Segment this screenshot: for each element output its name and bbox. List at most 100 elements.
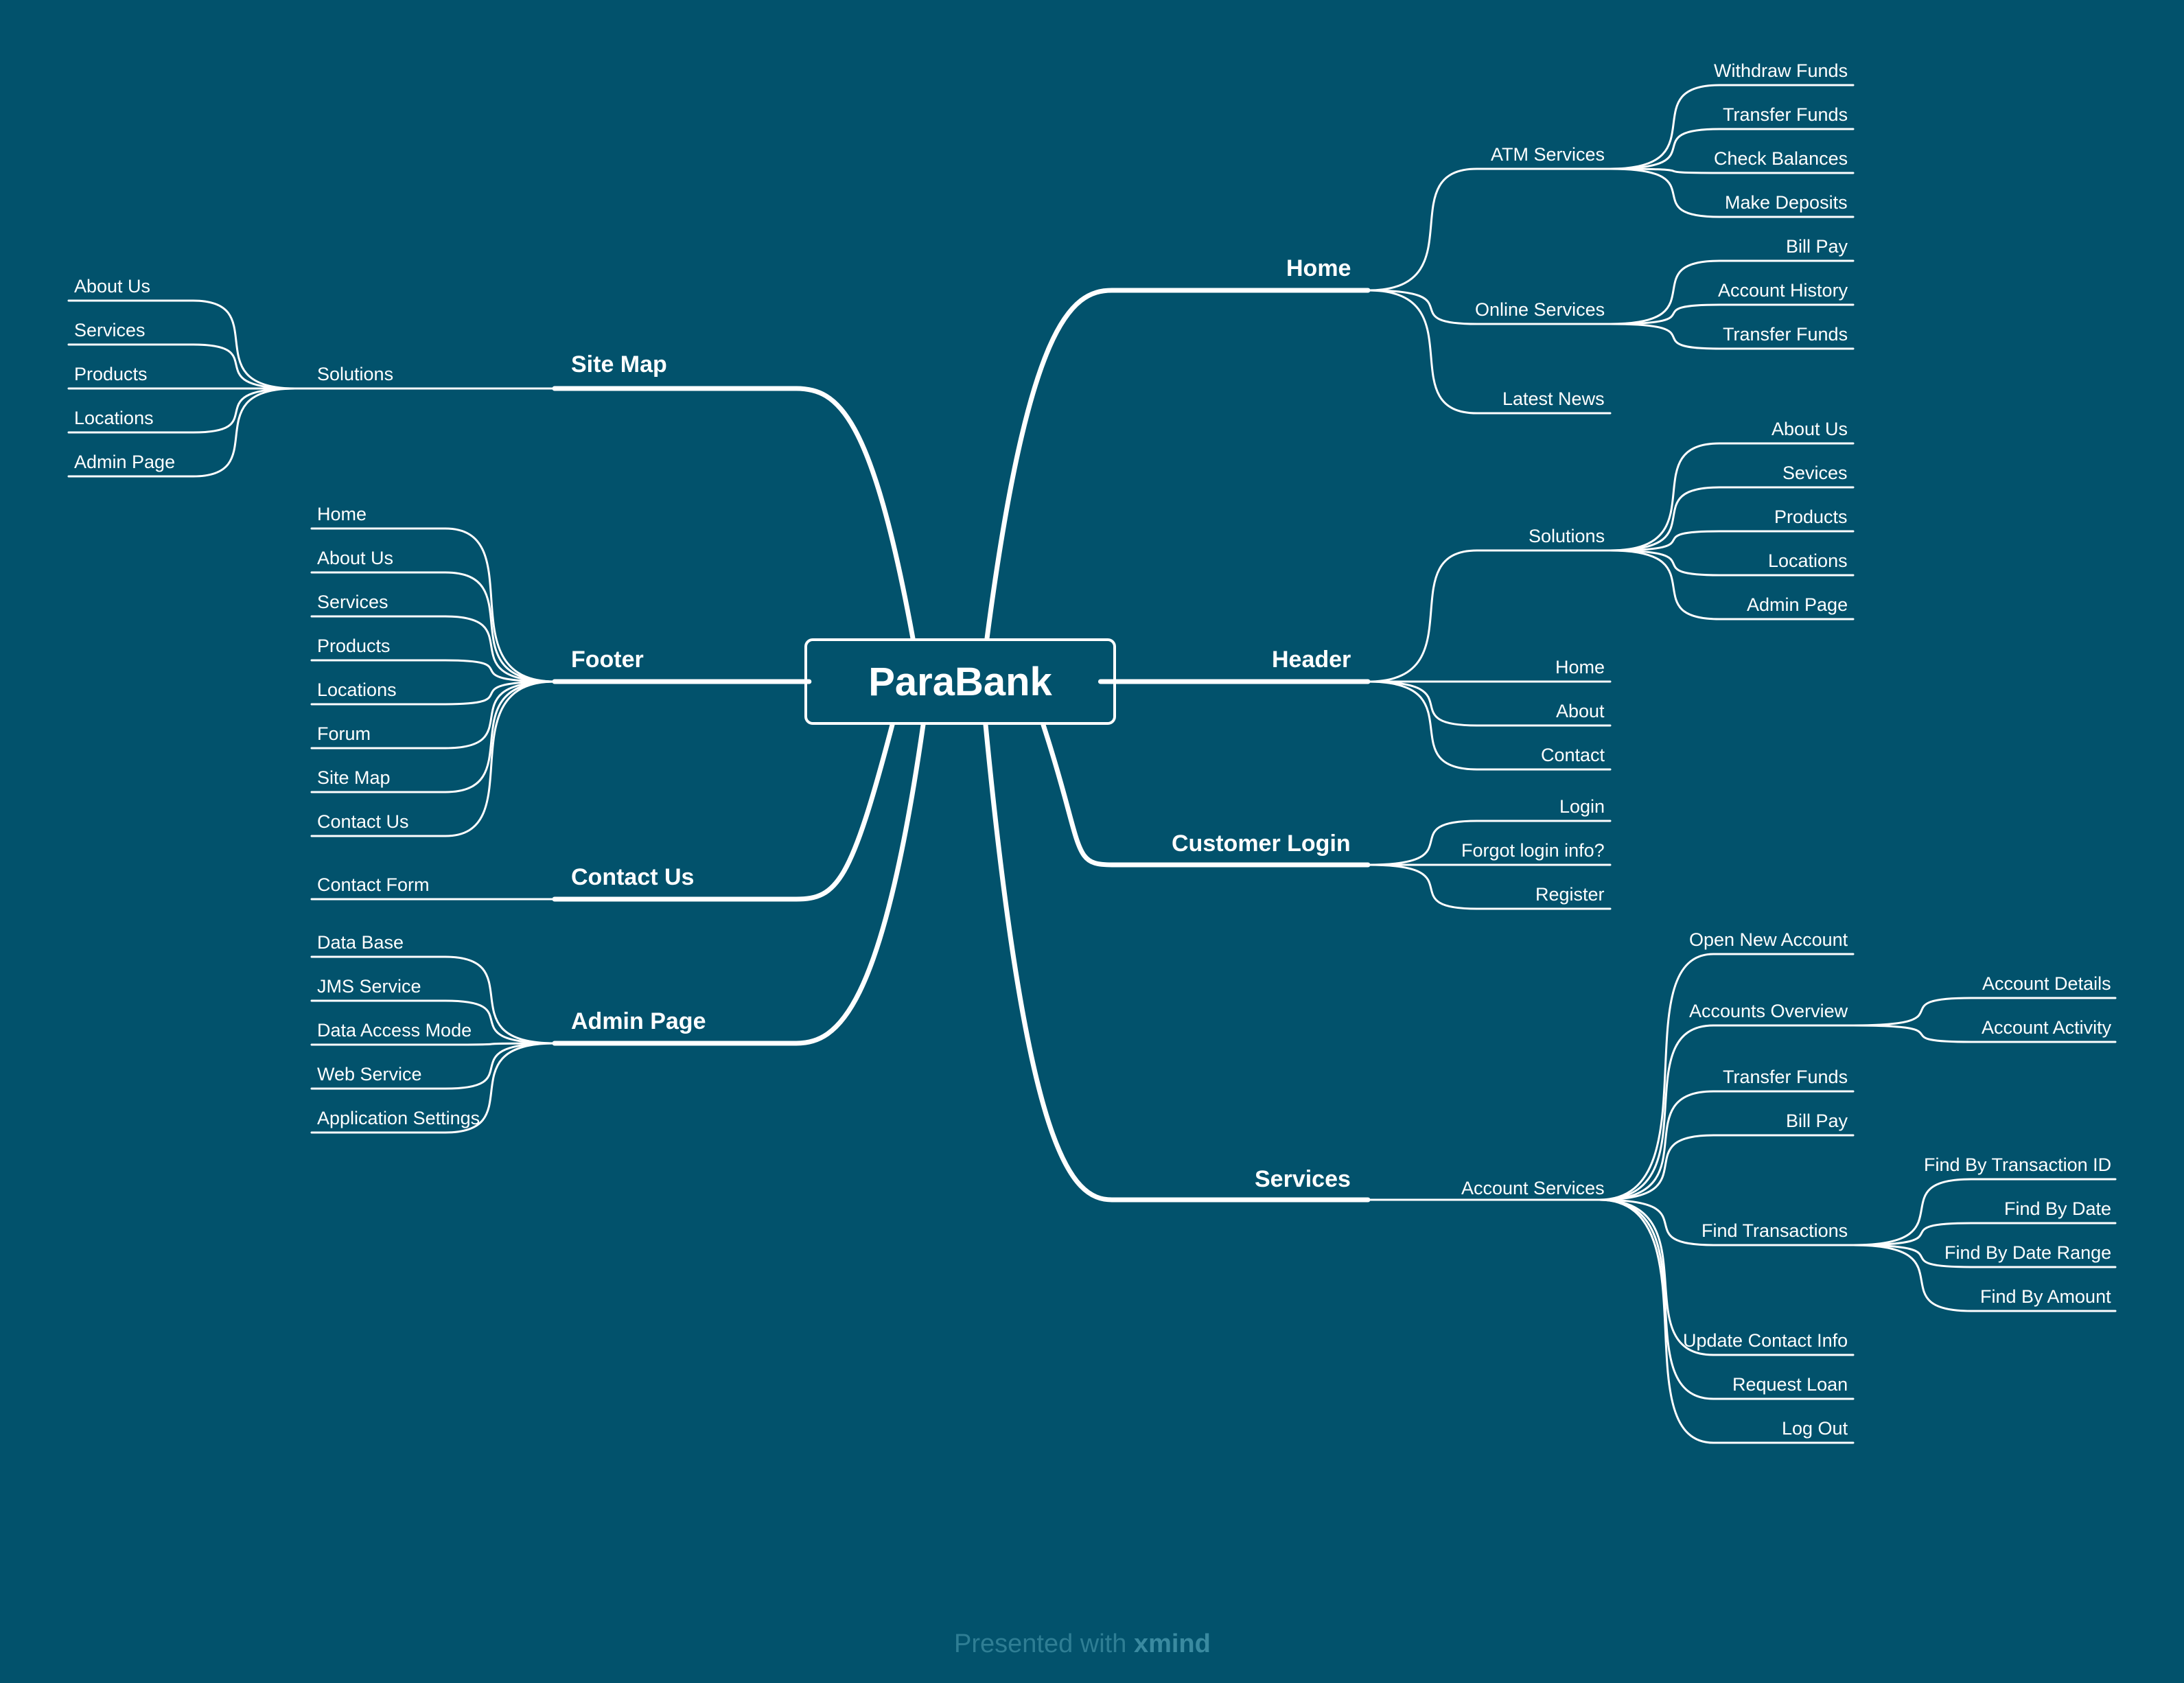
node-latest-news[interactable]: Latest News bbox=[1502, 388, 1605, 409]
node-data-access-mode[interactable]: Data Access Mode bbox=[317, 1020, 472, 1041]
line-application-settings bbox=[310, 1042, 556, 1134]
node-jms-service[interactable]: JMS Service bbox=[317, 976, 421, 997]
line-find-transactions bbox=[1598, 1198, 1855, 1246]
node-transfer-funds[interactable]: Transfer Funds bbox=[1723, 104, 1848, 125]
node-about-us[interactable]: About Us bbox=[317, 548, 394, 568]
node-check-balances[interactable]: Check Balances bbox=[1714, 148, 1848, 169]
node-products[interactable]: Products bbox=[317, 636, 391, 656]
node-open-new-account[interactable]: Open New Account bbox=[1689, 929, 1848, 950]
line-jms-service bbox=[310, 999, 556, 1045]
node-transfer-funds[interactable]: Transfer Funds bbox=[1723, 324, 1848, 345]
node-forgot-login-info[interactable]: Forgot login info? bbox=[1461, 840, 1605, 861]
branch-header[interactable]: Header bbox=[1272, 647, 1351, 673]
node-products[interactable]: Products bbox=[74, 364, 148, 384]
branch-line-customer-login bbox=[1041, 722, 1371, 868]
line-find-by-date bbox=[1852, 1222, 2117, 1246]
node-admin-page[interactable]: Admin Page bbox=[1747, 594, 1848, 615]
branch-home[interactable]: Home bbox=[1286, 255, 1351, 281]
node-accounts-overview[interactable]: Accounts Overview bbox=[1689, 1001, 1848, 1021]
line-about-us bbox=[1609, 442, 1855, 552]
node-account-activity[interactable]: Account Activity bbox=[1982, 1017, 2112, 1038]
central-topic[interactable]: ParaBank bbox=[804, 638, 1116, 725]
line-forum bbox=[310, 680, 556, 750]
node-web-service[interactable]: Web Service bbox=[317, 1064, 422, 1084]
node-online-services[interactable]: Online Services bbox=[1475, 299, 1605, 320]
line-sevices bbox=[1609, 486, 1855, 552]
node-bill-pay[interactable]: Bill Pay bbox=[1786, 236, 1848, 257]
node-find-by-transaction-id[interactable]: Find By Transaction ID bbox=[1924, 1154, 2112, 1175]
node-make-deposits[interactable]: Make Deposits bbox=[1725, 192, 1848, 213]
node-bill-pay[interactable]: Bill Pay bbox=[1786, 1111, 1848, 1131]
node-solutions-left[interactable]: Solutions bbox=[317, 364, 394, 384]
node-application-settings[interactable]: Application Settings bbox=[317, 1108, 480, 1128]
node-find-by-amount[interactable]: Find By Amount bbox=[1980, 1286, 2111, 1307]
line-admin-page bbox=[1609, 549, 1855, 620]
node-services[interactable]: Services bbox=[317, 592, 388, 612]
footer-prefix: Presented with bbox=[954, 1629, 1127, 1658]
branch-services[interactable]: Services bbox=[1255, 1166, 1351, 1192]
node-find-transactions[interactable]: Find Transactions bbox=[1701, 1220, 1848, 1241]
node-request-loan[interactable]: Request Loan bbox=[1732, 1374, 1848, 1395]
node-atm-services[interactable]: ATM Services bbox=[1491, 144, 1605, 165]
node-register[interactable]: Register bbox=[1535, 884, 1605, 905]
node-about-us[interactable]: About Us bbox=[1771, 419, 1848, 439]
node-about[interactable]: About bbox=[1556, 701, 1605, 721]
node-locations[interactable]: Locations bbox=[74, 408, 154, 428]
node-find-by-date[interactable]: Find By Date bbox=[2004, 1198, 2112, 1219]
line-login bbox=[1367, 820, 1612, 866]
line-update-contact-info bbox=[1598, 1198, 1855, 1356]
line-open-new-account bbox=[1598, 953, 1855, 1201]
node-locations[interactable]: Locations bbox=[317, 680, 397, 700]
branch-line-services bbox=[983, 722, 1371, 1203]
node-withdraw-funds[interactable]: Withdraw Funds bbox=[1714, 60, 1848, 81]
branch-site-map[interactable]: Site Map bbox=[571, 351, 667, 378]
node-locations[interactable]: Locations bbox=[1768, 550, 1848, 571]
node-account-services[interactable]: Account Services bbox=[1461, 1178, 1605, 1198]
line-make-deposits bbox=[1609, 167, 1855, 218]
node-login[interactable]: Login bbox=[1559, 796, 1605, 817]
node-about-us[interactable]: About Us bbox=[74, 276, 151, 297]
central-topic-label: ParaBank bbox=[868, 659, 1052, 704]
node-find-by-date-range[interactable]: Find By Date Range bbox=[1944, 1242, 2112, 1263]
node-contact-us[interactable]: Contact Us bbox=[317, 811, 409, 832]
line-products bbox=[1609, 530, 1855, 552]
line-site-map bbox=[310, 680, 556, 793]
line-solutions bbox=[1367, 549, 1612, 683]
line-account-history bbox=[1609, 303, 1855, 325]
line-account-details bbox=[1852, 997, 2117, 1027]
node-products[interactable]: Products bbox=[1774, 507, 1848, 527]
line-admin-page bbox=[67, 387, 297, 478]
node-sevices[interactable]: Sevices bbox=[1782, 463, 1848, 483]
branch-footer[interactable]: Footer bbox=[571, 647, 644, 673]
line-bill-pay bbox=[1609, 259, 1855, 325]
line-find-by-transaction-id bbox=[1852, 1178, 2117, 1246]
presented-with-xmind: Presented with xmind bbox=[954, 1629, 1211, 1659]
node-solutions[interactable]: Solutions bbox=[1529, 526, 1605, 546]
node-admin-page[interactable]: Admin Page bbox=[74, 452, 176, 472]
node-home[interactable]: Home bbox=[1555, 657, 1605, 677]
line-data-base bbox=[310, 955, 556, 1045]
node-data-base[interactable]: Data Base bbox=[317, 932, 404, 953]
branch-line-site-map bbox=[552, 386, 916, 641]
line-request-loan bbox=[1598, 1198, 1855, 1400]
branch-contact-us[interactable]: Contact Us bbox=[571, 864, 695, 890]
branch-customer-login[interactable]: Customer Login bbox=[1172, 831, 1351, 857]
node-contact-form[interactable]: Contact Form bbox=[317, 874, 430, 895]
branch-admin-page[interactable]: Admin Page bbox=[571, 1008, 706, 1034]
line-transfer-funds bbox=[1609, 128, 1855, 170]
node-transfer-funds[interactable]: Transfer Funds bbox=[1723, 1067, 1848, 1087]
node-forum[interactable]: Forum bbox=[317, 723, 371, 744]
line-locations bbox=[1609, 549, 1855, 577]
line-withdraw-funds bbox=[1609, 84, 1855, 170]
node-home[interactable]: Home bbox=[317, 504, 367, 524]
node-account-details[interactable]: Account Details bbox=[1982, 973, 2111, 994]
node-services[interactable]: Services bbox=[74, 320, 146, 340]
line-home bbox=[310, 527, 556, 683]
node-update-contact-info[interactable]: Update Contact Info bbox=[1683, 1330, 1848, 1351]
node-contact[interactable]: Contact bbox=[1541, 745, 1605, 765]
node-log-out[interactable]: Log Out bbox=[1782, 1418, 1848, 1439]
xmind-logo: xmind bbox=[1133, 1629, 1211, 1658]
node-site-map[interactable]: Site Map bbox=[317, 767, 391, 788]
node-account-history[interactable]: Account History bbox=[1718, 280, 1848, 301]
